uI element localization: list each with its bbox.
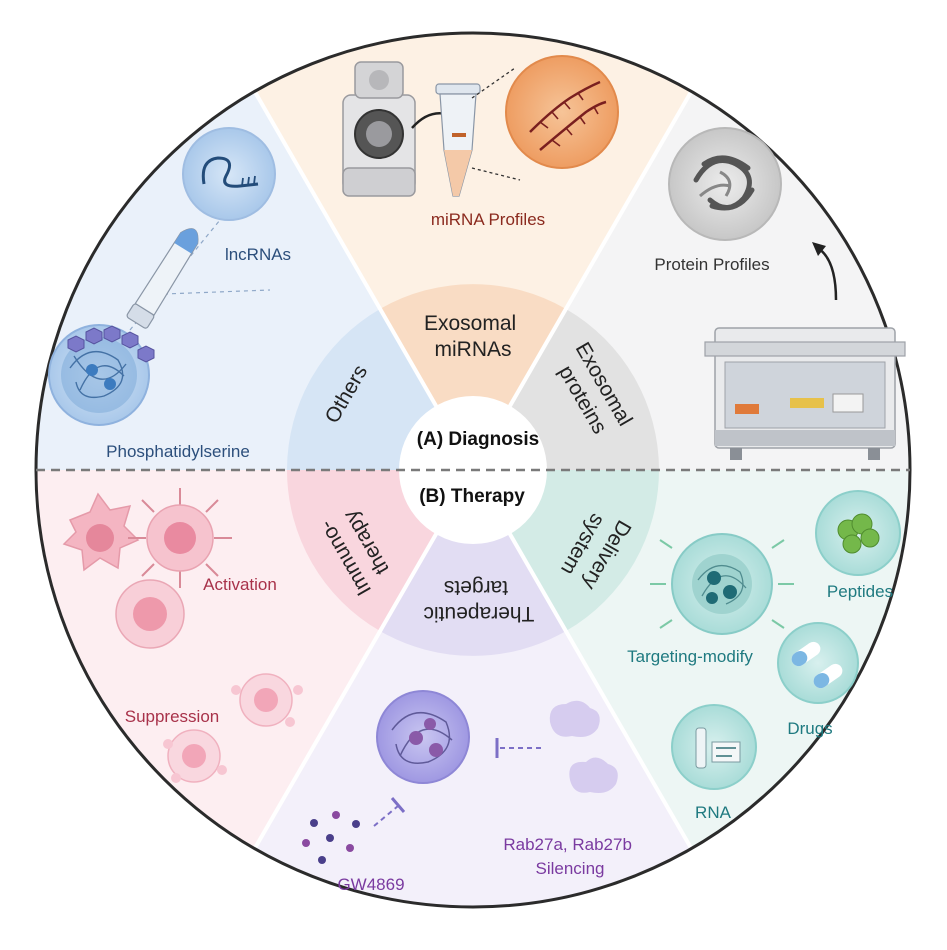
targeting-modify-label: Targeting-modify xyxy=(627,647,753,666)
activation-label: Activation xyxy=(203,575,277,594)
ring-targets xyxy=(380,470,566,656)
zoom-line-2 xyxy=(471,67,516,99)
protein-icon xyxy=(668,127,782,241)
lncrna-icon xyxy=(182,127,276,221)
rna-icon xyxy=(671,704,757,790)
mirna-profiles-label: miRNA Profiles xyxy=(431,210,545,229)
svg-text:Therapeutic targets: Therapeutic targets xyxy=(418,576,535,625)
ring-label-exosomal-mirnas: Exosomal miRNAs xyxy=(424,312,522,361)
inhibitor-icon xyxy=(373,738,545,827)
immune-cell-icon xyxy=(62,492,140,572)
rab-protein-icon xyxy=(549,700,618,793)
target-exosome-icon xyxy=(376,690,470,784)
lncrnas-label: lncRNAs xyxy=(225,245,291,264)
center-diagnosis-label: (A) Diagnosis xyxy=(417,429,539,450)
exosome-tube-icon xyxy=(126,228,199,329)
centrifuge-icon xyxy=(342,61,416,197)
dashed-guide-2 xyxy=(163,289,271,295)
capsule-icon xyxy=(777,622,859,704)
activated-cell-icon xyxy=(128,488,232,588)
targeting-exosome-icon xyxy=(650,533,794,635)
suppression-label: Suppression xyxy=(125,707,220,726)
peptides-label: Peptides xyxy=(827,582,893,601)
cell-icon xyxy=(115,579,185,649)
lab-machine-icon xyxy=(704,327,906,460)
exosome-icon xyxy=(48,324,155,426)
zoom-line-1 xyxy=(471,167,521,181)
tube-icon xyxy=(435,83,481,197)
center-therapy-label: (B) Therapy xyxy=(419,486,525,507)
gw4869-molecules xyxy=(302,811,360,864)
drugs-label: Drugs xyxy=(787,719,832,738)
suppressed-cell-icon xyxy=(163,673,303,783)
rab27-silencing-label: Rab27a, Rab27b Silencing xyxy=(503,835,636,878)
ring-mirna xyxy=(380,284,566,470)
phosphatidylserine-label: Phosphatidylserine xyxy=(106,442,250,461)
gw4869-label: GW4869 xyxy=(337,875,404,894)
sector-targets-bg xyxy=(255,470,691,907)
arrow-head xyxy=(812,242,826,256)
protein-profiles-label: Protein Profiles xyxy=(654,255,769,274)
peptide-icon xyxy=(815,490,901,576)
mirna-icon xyxy=(505,55,619,169)
rna-label: RNA xyxy=(695,803,732,822)
ring-label-therapeutic-targets: Therapeutic targets xyxy=(418,576,535,625)
